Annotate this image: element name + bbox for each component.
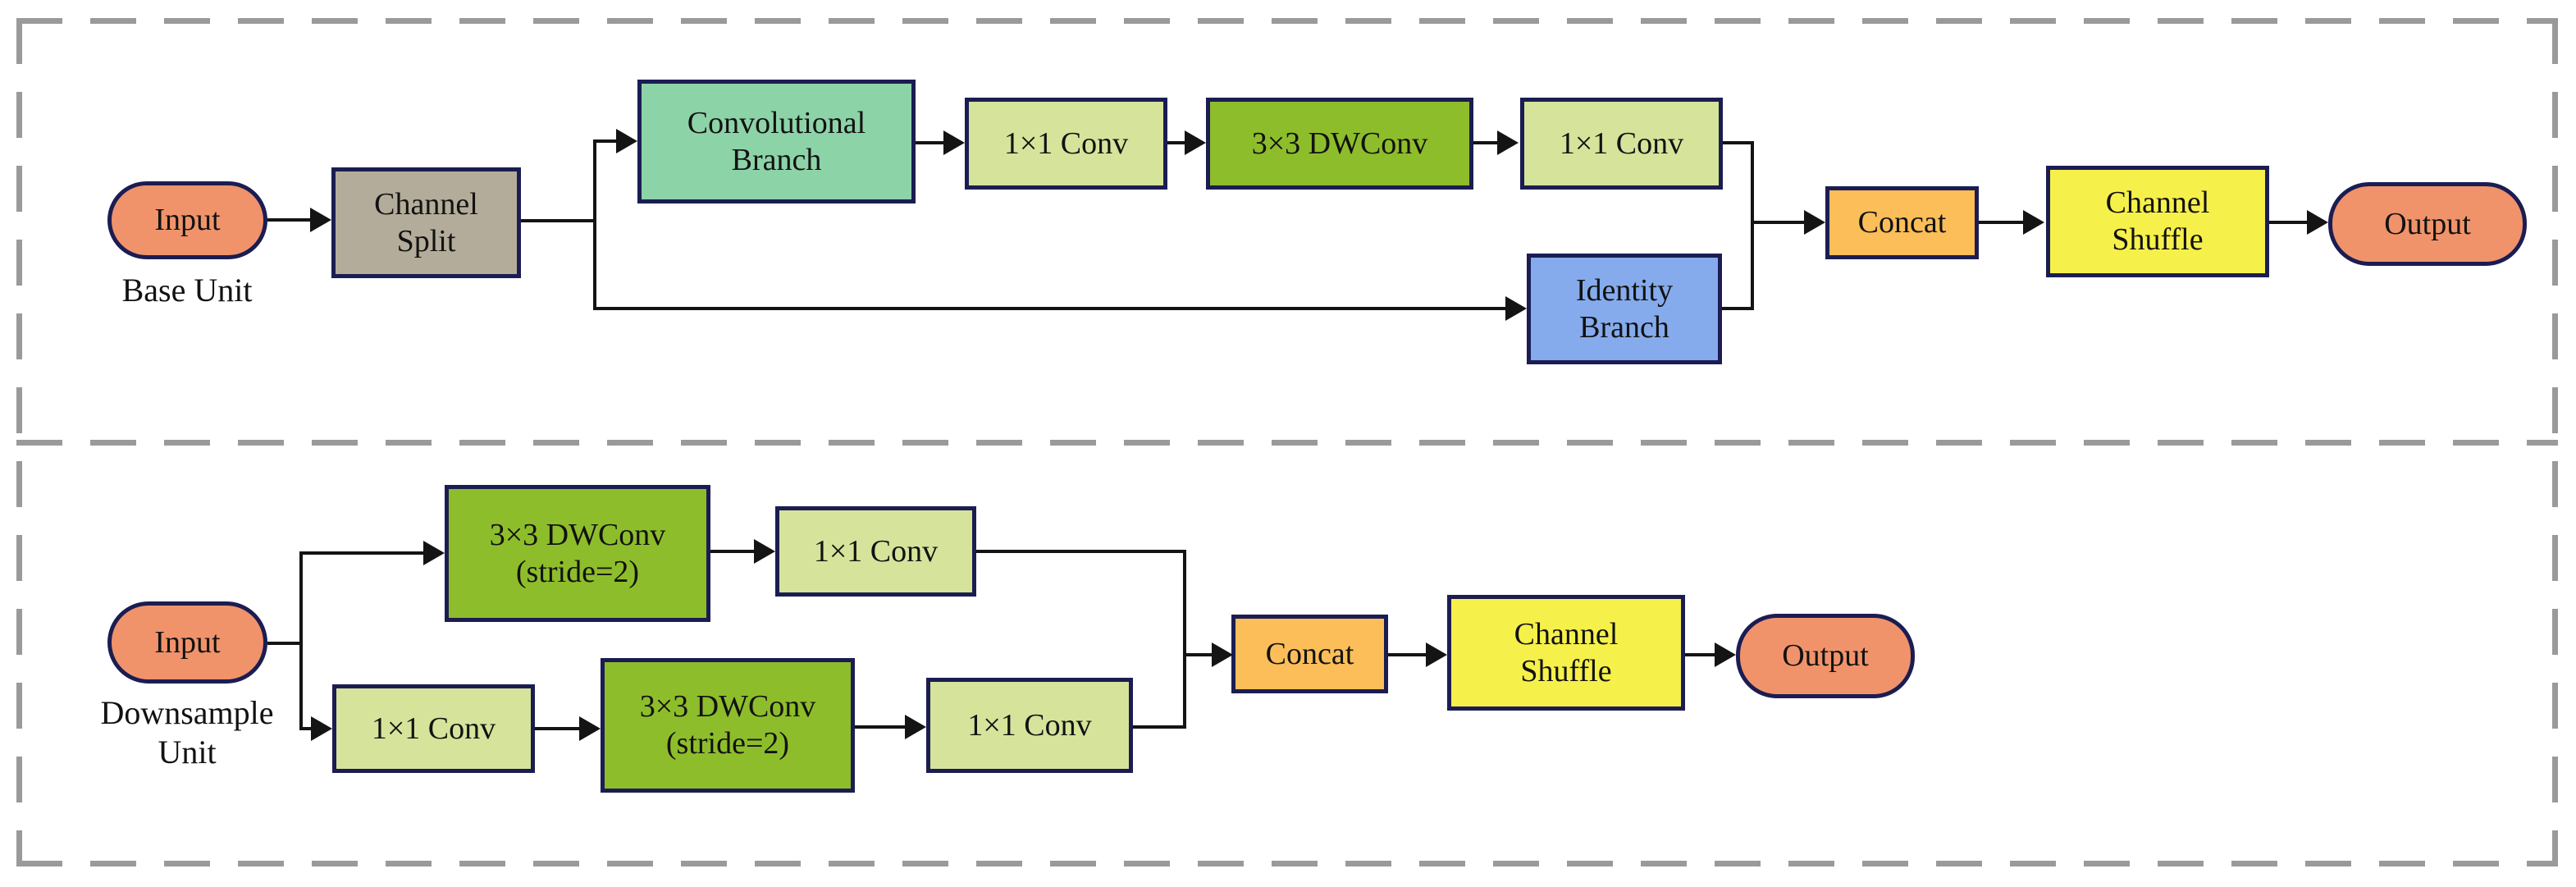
connector-line bbox=[1979, 221, 2023, 224]
downsample-channel-shuffle-box: Channel Shuffle bbox=[1447, 595, 1685, 711]
base-input-terminal: Input bbox=[107, 181, 267, 259]
downsample-output-terminal: Output bbox=[1736, 614, 1915, 698]
arrowhead bbox=[1715, 642, 1736, 667]
base-identity-branch-box: Identity Branch bbox=[1527, 254, 1722, 364]
arrowhead bbox=[1804, 210, 1825, 235]
base-identity-branch-label: Identity Branch bbox=[1575, 272, 1674, 345]
frame-border-bottom bbox=[16, 861, 2558, 866]
base-output-terminal: Output bbox=[2328, 182, 2527, 266]
connector-line bbox=[2269, 221, 2307, 224]
downsample-unit-caption: Downsample Unit bbox=[100, 694, 274, 770]
connector-line bbox=[1473, 141, 1499, 144]
connector-line bbox=[1183, 550, 1186, 729]
unit-divider-line bbox=[16, 440, 2558, 446]
base-concat-label: Concat bbox=[1857, 205, 1947, 240]
connector-line bbox=[1133, 725, 1186, 729]
downsample-conv1x1-bottom-first-label: 1×1 Conv bbox=[371, 711, 496, 746]
arrowhead bbox=[905, 715, 926, 739]
base-convolutional-branch-box: Convolutional Branch bbox=[637, 80, 916, 203]
connector-line bbox=[1722, 307, 1754, 310]
connector-line bbox=[1388, 653, 1426, 656]
connector-line bbox=[299, 551, 303, 730]
connector-line bbox=[299, 727, 311, 730]
connector-line bbox=[710, 550, 756, 553]
downsample-dwconv-bottom-label: 3×3 DWConv (stride=2) bbox=[639, 689, 816, 761]
base-convolutional-branch-label: Convolutional Branch bbox=[687, 105, 866, 177]
base-channel-shuffle-label: Channel Shuffle bbox=[2105, 185, 2210, 257]
downsample-input-terminal: Input bbox=[107, 601, 267, 684]
base-unit-caption: Base Unit bbox=[121, 272, 253, 309]
downsample-dwconv-bottom-box: 3×3 DWConv (stride=2) bbox=[601, 658, 855, 793]
connector-line bbox=[1183, 653, 1212, 656]
frame-border-top bbox=[16, 18, 2558, 24]
downsample-conv1x1-top-label: 1×1 Conv bbox=[813, 533, 939, 569]
arrowhead bbox=[579, 716, 601, 741]
connector-line bbox=[299, 551, 423, 555]
base-conv1x1-first-label: 1×1 Conv bbox=[1003, 126, 1129, 161]
downsample-dwconv-top-label: 3×3 DWConv (stride=2) bbox=[489, 517, 666, 589]
connector-line bbox=[535, 727, 581, 730]
connector-line bbox=[267, 218, 310, 222]
downsample-concat-box: Concat bbox=[1231, 615, 1388, 693]
connector-line bbox=[916, 141, 943, 144]
connector-line bbox=[976, 550, 1186, 553]
base-dwconv-label: 3×3 DWConv bbox=[1251, 126, 1428, 161]
base-output-label: Output bbox=[2384, 206, 2471, 241]
downsample-conv1x1-bottom-first-box: 1×1 Conv bbox=[332, 684, 535, 773]
connector-line bbox=[1751, 141, 1754, 310]
base-conv1x1-second-box: 1×1 Conv bbox=[1520, 98, 1723, 190]
downsample-channel-shuffle-label: Channel Shuffle bbox=[1514, 616, 1619, 688]
connector-line bbox=[1751, 221, 1804, 224]
base-dwconv-box: 3×3 DWConv bbox=[1206, 98, 1473, 190]
arrowhead bbox=[311, 716, 332, 741]
downsample-input-label: Input bbox=[154, 624, 221, 660]
arrowhead bbox=[1212, 642, 1233, 667]
arrowhead bbox=[943, 130, 965, 155]
arrowhead bbox=[2307, 210, 2328, 235]
downsample-concat-label: Concat bbox=[1265, 636, 1354, 671]
connector-line bbox=[1167, 141, 1185, 144]
arrowhead bbox=[1497, 130, 1519, 155]
downsample-output-label: Output bbox=[1782, 638, 1869, 674]
connector-line bbox=[521, 219, 596, 222]
arrowhead bbox=[1185, 130, 1206, 155]
connector-line bbox=[593, 139, 596, 310]
arrowhead bbox=[754, 539, 775, 564]
downsample-conv1x1-bottom-second-label: 1×1 Conv bbox=[967, 707, 1092, 743]
downsample-dwconv-top-box: 3×3 DWConv (stride=2) bbox=[445, 485, 710, 622]
connector-line bbox=[593, 307, 1505, 310]
arrowhead bbox=[310, 208, 331, 232]
arrowhead bbox=[1505, 296, 1527, 321]
base-input-label: Input bbox=[154, 203, 221, 238]
arrowhead bbox=[1426, 642, 1447, 667]
base-channel-split-label: Channel Split bbox=[374, 186, 478, 258]
base-channel-split-box: Channel Split bbox=[331, 167, 521, 278]
connector-line bbox=[267, 642, 303, 645]
downsample-conv1x1-bottom-second-box: 1×1 Conv bbox=[926, 678, 1133, 773]
connector-line bbox=[1685, 653, 1715, 656]
arrowhead bbox=[2023, 210, 2044, 235]
arrowhead bbox=[616, 129, 637, 153]
arrowhead bbox=[423, 541, 445, 565]
downsample-conv1x1-top-box: 1×1 Conv bbox=[775, 506, 976, 597]
connector-line bbox=[1723, 141, 1754, 144]
base-channel-shuffle-box: Channel Shuffle bbox=[2046, 166, 2269, 277]
base-conv1x1-second-label: 1×1 Conv bbox=[1559, 126, 1684, 161]
connector-line bbox=[855, 725, 907, 729]
base-conv1x1-first-box: 1×1 Conv bbox=[965, 98, 1167, 190]
connector-line bbox=[593, 139, 618, 143]
base-concat-box: Concat bbox=[1825, 186, 1979, 259]
